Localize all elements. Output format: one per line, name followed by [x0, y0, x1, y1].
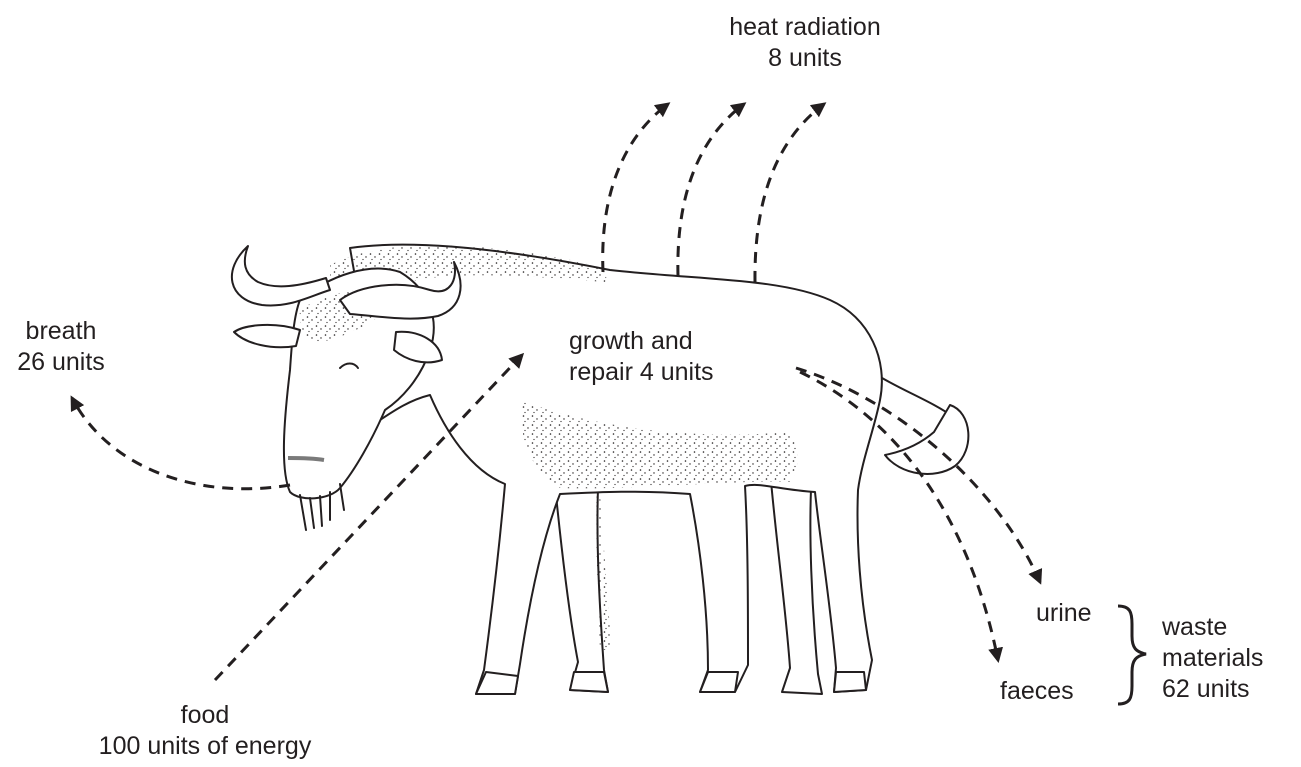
- food-units: 100 units of energy: [60, 731, 350, 762]
- growth-line-2: repair 4 units: [569, 357, 714, 388]
- food-label: food 100 units of energy: [60, 700, 350, 762]
- growth-line-1: growth and: [569, 326, 714, 357]
- waste-line-1: waste: [1162, 612, 1263, 643]
- food-title: food: [60, 700, 350, 731]
- heat-radiation-label: heat radiation 8 units: [705, 12, 905, 74]
- waste-line-2: materials: [1162, 643, 1263, 674]
- hoof-2: [570, 672, 608, 692]
- nose-mark: [288, 458, 324, 460]
- urine-label: urine: [1036, 598, 1092, 629]
- breath-arrow: [72, 398, 290, 489]
- wildebeest-illustration: [232, 245, 969, 694]
- heat-arrow-3: [755, 104, 824, 282]
- waste-line-3: 62 units: [1162, 674, 1263, 705]
- breath-title: breath: [0, 316, 122, 347]
- far-hind-leg: [770, 470, 822, 694]
- heat-arrow-1: [603, 104, 668, 272]
- waste-materials-label: waste materials 62 units: [1162, 612, 1263, 705]
- heat-arrow-2: [678, 104, 744, 276]
- heat-radiation-title: heat radiation: [705, 12, 905, 43]
- left-ear: [234, 325, 300, 347]
- heat-radiation-units: 8 units: [705, 43, 905, 74]
- growth-repair-label: growth and repair 4 units: [569, 326, 714, 388]
- faeces-label: faeces: [1000, 676, 1074, 707]
- waste-brace: [1118, 606, 1146, 704]
- tail: [872, 372, 955, 418]
- hoof-4: [834, 672, 866, 692]
- breath-label: breath 26 units: [0, 316, 122, 378]
- breath-units: 26 units: [0, 347, 122, 378]
- tail-tuft: [885, 405, 968, 474]
